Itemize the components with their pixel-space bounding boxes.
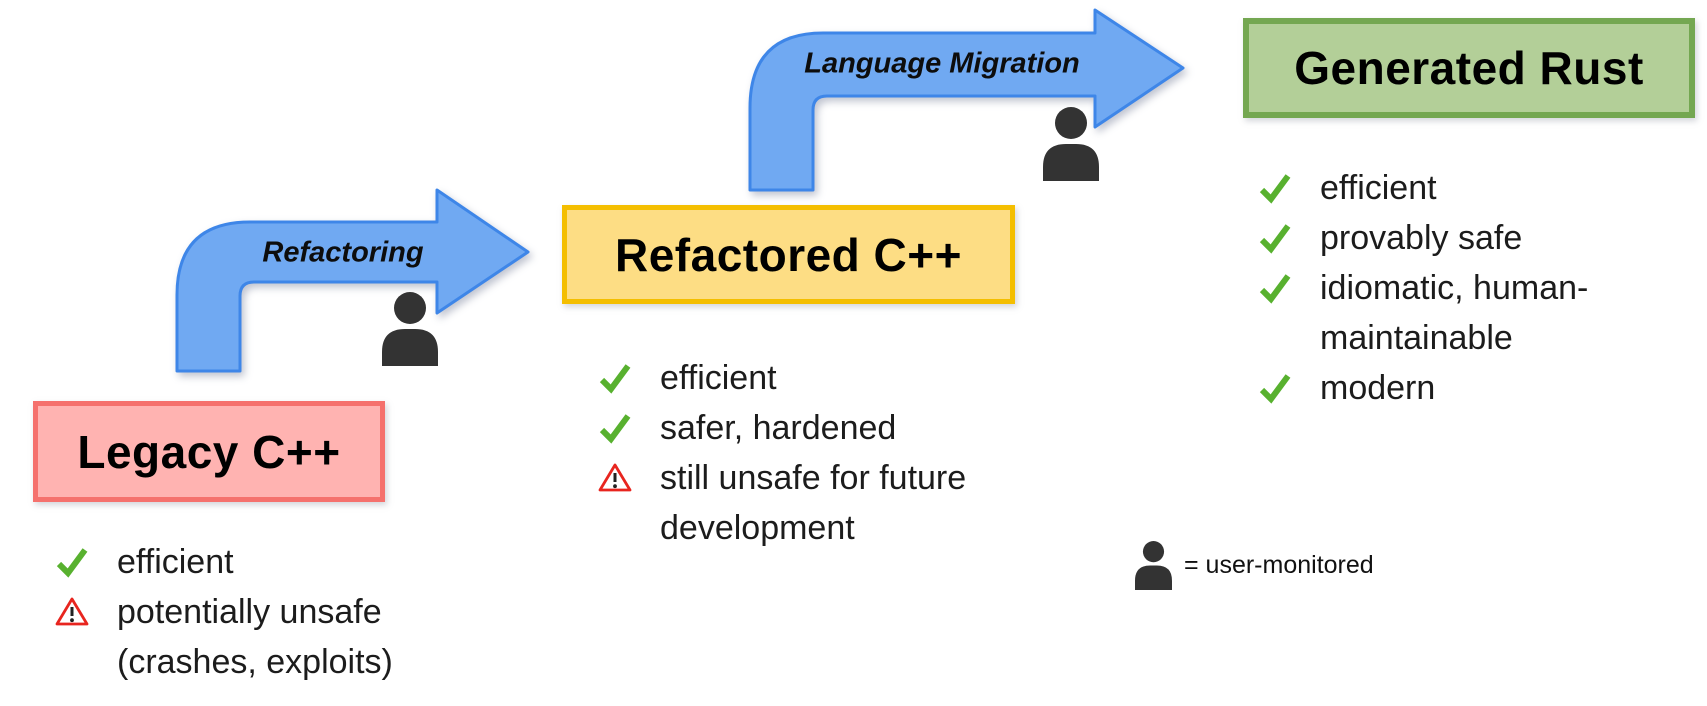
legacy-feature-list: efficient potentially unsafe (crashes, e…	[55, 537, 393, 687]
list-item: provably safe	[1258, 213, 1588, 263]
legend: = user-monitored	[1135, 541, 1374, 590]
list-item: potentially unsafe (crashes, exploits)	[55, 587, 393, 687]
list-item: safer, hardened	[598, 403, 966, 453]
check-icon	[1258, 272, 1296, 304]
legacy-cpp-title: Legacy C++	[77, 425, 341, 478]
rust-feature-list: efficient provably safe idiomatic, human…	[1258, 163, 1588, 413]
list-item: still unsafe for future development	[598, 453, 966, 553]
person-icon	[382, 292, 438, 366]
list-item-text: efficient	[117, 543, 234, 581]
check-icon	[598, 412, 636, 444]
refactored-cpp-box: Refactored C++	[562, 205, 1015, 304]
refactoring-arrow	[175, 188, 530, 373]
language-migration-arrow	[748, 8, 1185, 192]
list-item: efficient	[55, 537, 393, 587]
list-item: modern	[1258, 363, 1588, 413]
list-item-text: efficient	[1320, 169, 1437, 207]
list-item-text: safer, hardened	[660, 409, 897, 447]
legend-text: = user-monitored	[1184, 551, 1374, 579]
list-item-text: modern	[1320, 369, 1436, 407]
language-migration-arrow-label: Language Migration	[804, 47, 1080, 80]
check-icon	[1258, 222, 1296, 254]
check-icon	[598, 362, 636, 394]
list-item-text: idiomatic, human- maintainable	[1320, 269, 1589, 357]
generated-rust-box: Generated Rust	[1243, 18, 1695, 118]
check-icon	[1258, 172, 1296, 204]
person-icon	[1135, 541, 1172, 590]
refactoring-arrow-label: Refactoring	[262, 236, 424, 269]
list-item: efficient	[1258, 163, 1588, 213]
list-item-text: provably safe	[1320, 219, 1523, 257]
person-icon	[1043, 107, 1099, 181]
refactored-feature-list: efficient safer, hardened still unsafe f…	[598, 353, 966, 553]
list-item: efficient	[598, 353, 966, 403]
check-icon	[55, 546, 93, 578]
refactored-cpp-title: Refactored C++	[614, 228, 962, 281]
list-item-text: potentially unsafe (crashes, exploits)	[117, 593, 393, 681]
list-item: idiomatic, human- maintainable	[1258, 263, 1588, 363]
warning-icon	[598, 462, 636, 493]
list-item-text: still unsafe for future development	[660, 459, 967, 547]
list-item-text: efficient	[660, 359, 777, 397]
generated-rust-title: Generated Rust	[1294, 42, 1644, 94]
warning-icon	[55, 596, 93, 627]
legacy-cpp-box: Legacy C++	[33, 401, 385, 502]
check-icon	[1258, 372, 1296, 404]
